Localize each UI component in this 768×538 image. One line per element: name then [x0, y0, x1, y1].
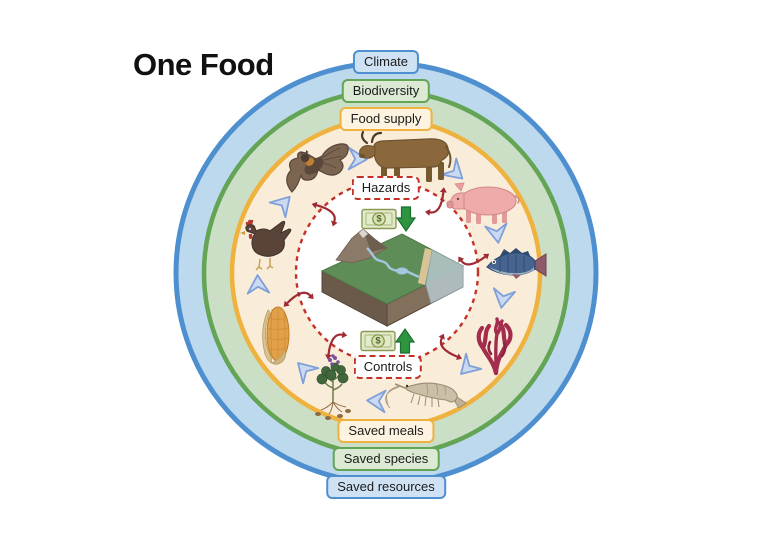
- hazards-label: Hazards: [351, 176, 421, 200]
- seaweed-icon: [476, 317, 513, 376]
- plant-icon: [315, 354, 351, 420]
- outcome-label-saved-species: Saved species: [332, 447, 440, 471]
- dollar-symbol: $: [376, 214, 382, 225]
- pig-icon: [446, 182, 520, 224]
- outcome-label-saved-resources: Saved resources: [326, 475, 446, 499]
- dollar-symbol: $: [375, 336, 381, 347]
- money-bill-icon: $: [361, 208, 397, 230]
- up-arrow-icon: [394, 327, 416, 354]
- outcome-label-saved-meals: Saved meals: [337, 419, 435, 443]
- money-increase-indicator: $: [360, 327, 416, 354]
- controls-label: Controls: [353, 355, 423, 379]
- down-arrow-icon: [395, 206, 417, 233]
- ring-label-food-supply: Food supply: [339, 107, 433, 131]
- money-decrease-indicator: $: [361, 206, 417, 233]
- cattle-icon: [359, 130, 452, 182]
- chicken-icon: [240, 219, 292, 271]
- ring-label-biodiversity: Biodiversity: [341, 79, 431, 103]
- ring-label-climate: Climate: [352, 50, 420, 74]
- page-title: One Food: [133, 47, 274, 82]
- fish-icon: [486, 248, 547, 279]
- money-bill-icon: $: [360, 330, 396, 352]
- maize-icon: [262, 306, 290, 365]
- landscape-icon: [320, 228, 465, 327]
- shrimp-icon: [385, 382, 467, 409]
- bat-icon: [286, 143, 349, 193]
